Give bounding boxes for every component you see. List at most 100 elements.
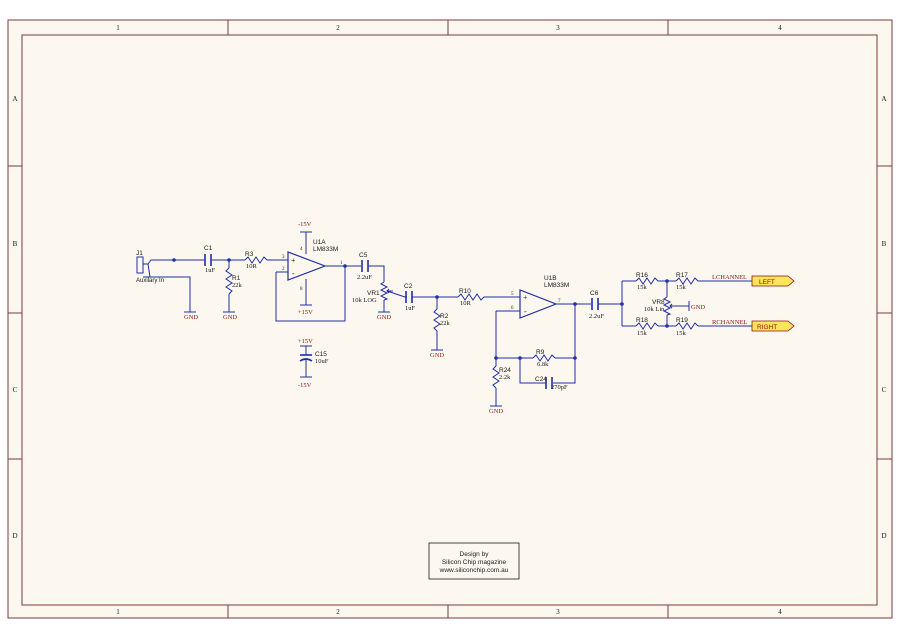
zone-dividers	[8, 20, 892, 618]
r9-resistor-symbol	[532, 354, 556, 362]
zone-row-d-right: D	[881, 532, 886, 540]
u1a-minus-sign: -	[292, 269, 295, 278]
c1-capacitor-symbol	[204, 254, 212, 266]
c24-value: 270pF	[551, 384, 568, 391]
zone-col-2-bottom: 2	[336, 608, 340, 616]
c2-capacitor-symbol	[405, 291, 413, 303]
r10-resistor-symbol	[457, 293, 485, 301]
r17-value: 15k	[676, 284, 687, 291]
vr8-potentiometer-symbol	[662, 296, 672, 316]
r2-resistor-symbol	[433, 308, 441, 332]
zone-row-c-left: C	[13, 386, 18, 394]
r16-value: 15k	[637, 284, 648, 291]
r1-value: 22k	[232, 282, 243, 289]
net-label-lchannel: LCHANNEL	[712, 274, 747, 281]
r24-ref: R24	[499, 367, 511, 374]
c24-ref: C24	[535, 376, 547, 383]
u1a-neg-rail-label: -15V	[298, 221, 312, 228]
r18-value: 15k	[637, 330, 648, 337]
c5-capacitor-symbol	[361, 260, 369, 272]
c1-value: 1uF	[205, 267, 216, 274]
r19-ref: R19	[676, 317, 688, 324]
zone-row-a-right: A	[881, 95, 886, 103]
r3-resistor-symbol	[244, 256, 268, 264]
u1a-opamp-symbol	[287, 251, 327, 281]
gnd-label-r1: GND	[223, 314, 237, 321]
c15-bottom-rail: -15V	[298, 382, 312, 389]
c15-capacitor-symbol	[299, 345, 313, 378]
u1a-pin-2: 2	[282, 267, 285, 272]
j1-ref: J1	[136, 250, 143, 257]
zone-col-4-top: 4	[778, 24, 782, 32]
inner-frame	[21, 34, 878, 606]
title-block	[428, 542, 520, 580]
u1b-pin-6: 6	[511, 306, 514, 311]
vr1-potentiometer-symbol	[379, 281, 389, 301]
r24-resistor-symbol	[492, 365, 500, 389]
r1-resistor-symbol	[225, 267, 233, 295]
u1b-ref: U1B	[544, 275, 557, 282]
r18-resistor-symbol	[635, 322, 659, 330]
u1a-part: LM833M	[313, 246, 338, 253]
zone-col-1-top: 1	[116, 24, 120, 32]
zone-row-d-left: D	[12, 532, 17, 540]
r3-value: 10R	[246, 263, 258, 270]
r18-ref: R18	[636, 317, 648, 324]
gnd-label-j1: GND	[184, 314, 198, 321]
u1a-pos-rail-label: +15V	[298, 309, 313, 316]
gnd-symbols	[184, 301, 690, 407]
r2-value: 22k	[440, 320, 451, 327]
j1-jack-symbol	[136, 256, 158, 278]
zone-row-b-right: B	[882, 240, 887, 248]
u1b-plus-sign: +	[523, 293, 528, 302]
zone-col-2-top: 2	[336, 24, 340, 32]
vr8-ref: VR8	[652, 299, 665, 306]
vr8-wiper-arrow	[669, 303, 676, 309]
u1a-pin-8: 8	[300, 287, 303, 292]
c15-top-rail: +15V	[298, 338, 313, 345]
vr1-ref: VR1	[367, 290, 380, 297]
u1b-minus-sign: -	[524, 307, 527, 316]
zone-col-3-bottom: 3	[556, 608, 560, 616]
c15-ref: C15	[315, 351, 327, 358]
r3-ref: R3	[245, 251, 254, 258]
c5-ref: C5	[359, 252, 368, 259]
u1b-pin-7: 7	[558, 299, 561, 304]
c5-value: 2.2uF	[357, 274, 372, 281]
zone-row-a-left: A	[12, 95, 17, 103]
u1a-pin-4: 4	[300, 247, 303, 252]
c6-capacitor-symbol	[591, 298, 599, 310]
r19-value: 15k	[676, 330, 687, 337]
title-line-2: Silicon Chip magazine	[442, 559, 507, 566]
j1-desc: Auxilary In	[136, 278, 164, 284]
c1-ref: C1	[204, 245, 213, 252]
r19-resistor-symbol	[675, 322, 699, 330]
r10-ref: R10	[459, 288, 471, 295]
r24-value: 2.2k	[499, 374, 511, 381]
port-left-shape	[751, 275, 795, 287]
zone-col-3-top: 3	[556, 24, 560, 32]
port-right-label: RIGHT	[757, 324, 777, 331]
r9-value: 6.8k	[537, 361, 549, 368]
gnd-label-r2: GND	[430, 352, 444, 359]
r17-resistor-symbol	[675, 277, 699, 285]
r1-ref: R1	[232, 275, 241, 282]
u1a-ref: U1A	[313, 239, 326, 246]
gnd-label-r24: GND	[489, 408, 503, 415]
r16-ref: R16	[636, 272, 648, 279]
u1b-pin-5: 5	[511, 292, 514, 297]
u1b-opamp-symbol	[519, 289, 558, 319]
c15-value: 10uF	[315, 358, 329, 365]
u1b-part: LM833M	[544, 282, 569, 289]
title-line-3: www.siliconchip.com.au	[439, 567, 509, 574]
gnd-label-vr8: GND	[691, 304, 705, 311]
c24-capacitor-symbol	[545, 377, 553, 389]
c6-ref: C6	[590, 290, 599, 297]
r2-ref: R2	[440, 313, 449, 320]
zone-row-b-left: B	[13, 240, 18, 248]
c6-value: 2.2uF	[589, 313, 604, 320]
zone-labels: 1 2 3 4 1 2 3 4 A B C D A B C D	[12, 24, 886, 616]
u1a-pin-3: 3	[282, 255, 285, 260]
zone-row-c-right: C	[882, 386, 887, 394]
